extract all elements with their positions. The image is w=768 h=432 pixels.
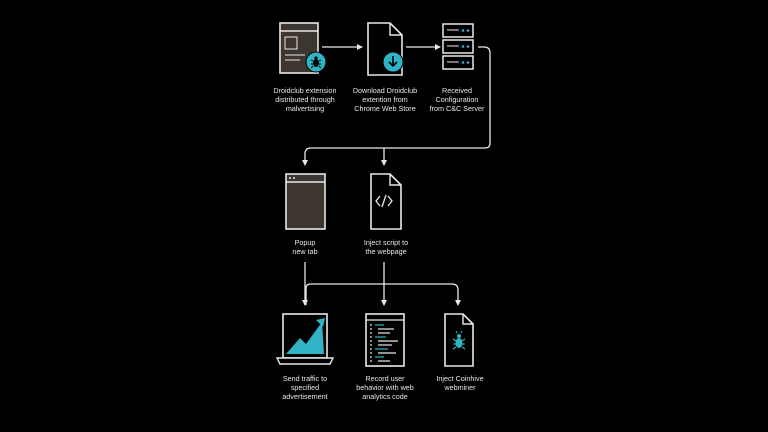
file-download-icon xyxy=(367,22,404,76)
label-config: Received Configuration from C&C Server xyxy=(429,86,485,113)
connectors xyxy=(302,44,491,306)
label-download: Download Droidclub extention from Chrome… xyxy=(352,86,418,113)
arrow-config-to-row2 xyxy=(302,46,491,166)
server-icon xyxy=(442,23,474,70)
label-inject-script: Inject script to the webpage xyxy=(363,238,409,256)
laptop-chart-icon xyxy=(275,313,335,365)
file-code-icon xyxy=(370,173,402,230)
file-bug-icon xyxy=(444,313,474,367)
browser-bug-icon xyxy=(279,22,327,74)
arrow-branch-to-traffic-and-coinhive xyxy=(305,283,461,306)
browser-window-icon xyxy=(285,173,326,230)
label-popup: Popup new tab xyxy=(292,238,318,256)
label-record: Record user behavior with web analytics … xyxy=(356,374,414,401)
label-coinhive: Inject Coinhive webminer xyxy=(436,374,484,392)
label-extension: Droidclub extension distributed through … xyxy=(273,86,337,113)
code-editor-icon xyxy=(365,313,405,367)
label-traffic: Send traffic to specified advertisement xyxy=(282,374,328,401)
